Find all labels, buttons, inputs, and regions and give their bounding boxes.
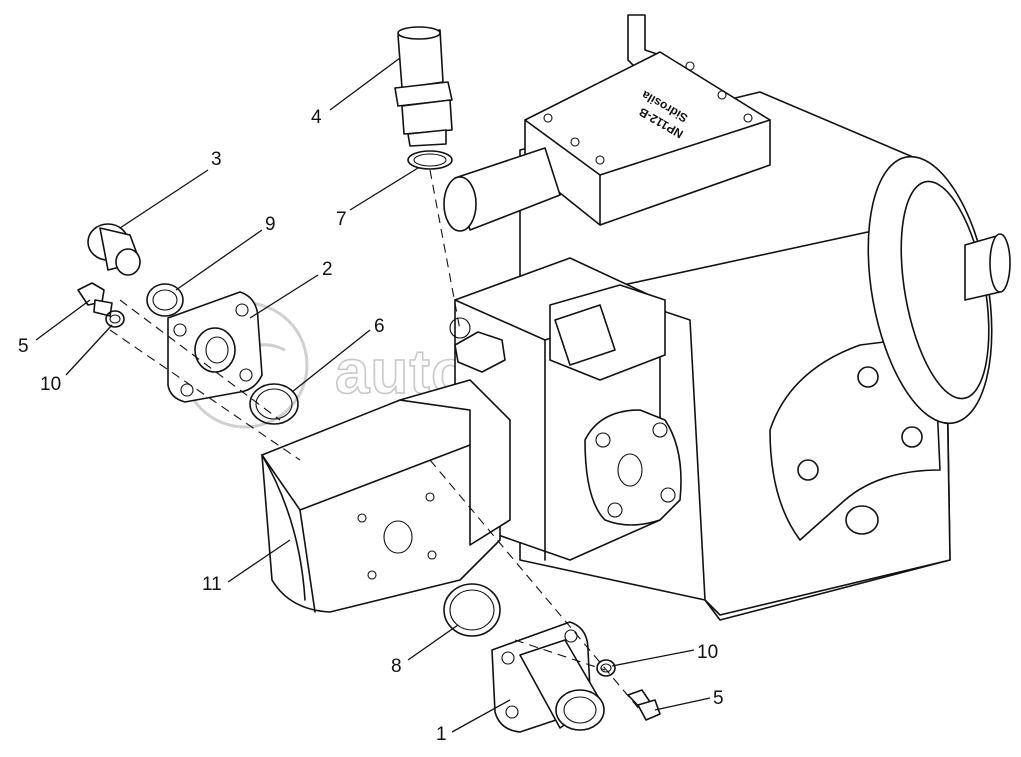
- bolt-5-lower: [627, 689, 661, 721]
- washer-10-lower: [596, 659, 616, 677]
- callout-4: 4: [311, 107, 322, 128]
- o-ring-6: [249, 383, 299, 425]
- callout-10-lower: 10: [697, 642, 718, 663]
- gear-pump-11: [261, 379, 511, 613]
- callout-11: 11: [202, 574, 222, 595]
- callout-5-lower: 5: [713, 688, 724, 709]
- callout-2: 2: [322, 259, 333, 280]
- washer-10-upper: [105, 310, 125, 328]
- callout-5-upper: 5: [18, 336, 29, 357]
- assembly-axis-lines: [109, 169, 641, 711]
- callout-8: 8: [391, 656, 402, 677]
- pump-housing: NP112-B Sidrosila: [443, 14, 1011, 621]
- callout-7: 7: [336, 209, 347, 230]
- fitting-4: [394, 26, 453, 147]
- callout-3: 3: [211, 149, 222, 170]
- callouts: 4 3 7 9 2 6 5 10 11 8 10 5 1: [18, 57, 724, 745]
- o-ring-9: [146, 283, 184, 317]
- fitting-3: [87, 223, 141, 276]
- flange-1: [491, 621, 605, 733]
- flange-2: [167, 291, 263, 403]
- callout-1: 1: [436, 724, 447, 745]
- callout-9: 9: [265, 214, 276, 235]
- o-ring-7: [407, 150, 453, 170]
- o-ring-8: [443, 583, 501, 637]
- callout-10-upper: 10: [40, 374, 61, 395]
- callout-6: 6: [374, 316, 385, 337]
- bolt-5-upper: [77, 282, 113, 317]
